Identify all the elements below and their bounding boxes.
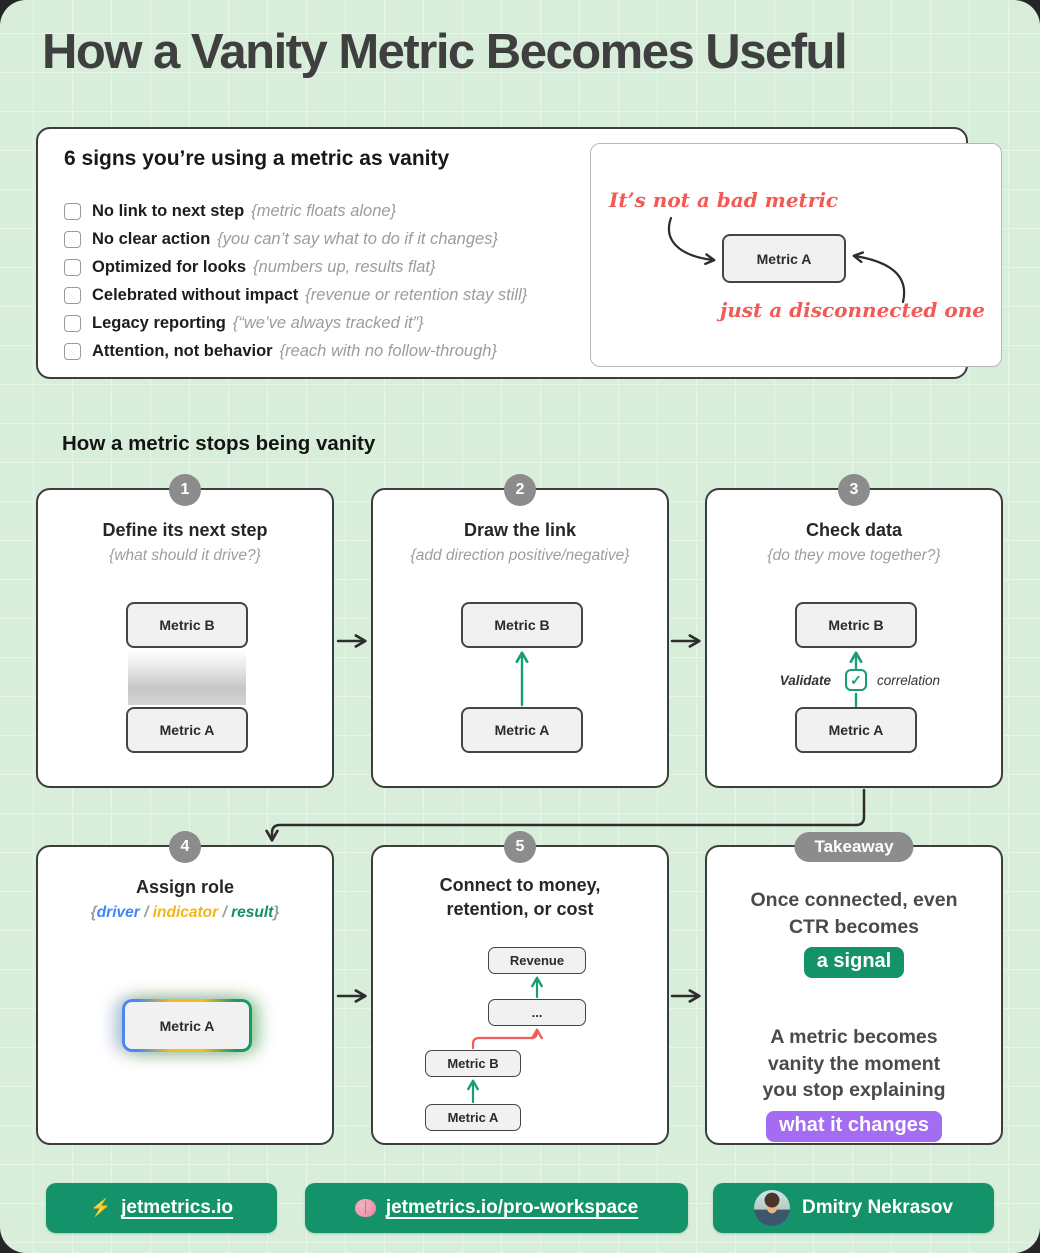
metric-b-box: Metric B bbox=[795, 602, 917, 648]
sign-label: Celebrated without impact bbox=[92, 285, 299, 304]
step-subtitle: {driver / indicator / result} bbox=[38, 904, 332, 922]
sign-label: Attention, not behavior bbox=[92, 341, 273, 360]
metric-b-box: Metric B bbox=[425, 1050, 521, 1077]
step-title: Draw the link bbox=[463, 520, 577, 540]
section-heading: How a metric stops being vanity bbox=[62, 432, 376, 455]
step-subtitle: {what should it drive?} bbox=[109, 547, 261, 564]
step-title: Define its next step bbox=[102, 520, 268, 540]
takeaway-badge: Takeaway bbox=[794, 832, 914, 862]
undefined-link-gradient bbox=[128, 650, 246, 705]
subtitle-brace: } bbox=[273, 904, 280, 921]
sign-item: Attention, not behavior {reach with no f… bbox=[64, 339, 497, 363]
validate-label: Validate bbox=[779, 673, 831, 688]
sign-checkbox[interactable] bbox=[64, 230, 81, 248]
sign-label: No clear action bbox=[92, 229, 211, 248]
step-title: Connect to money, retention, or cost bbox=[439, 875, 601, 920]
sign-checkbox[interactable] bbox=[64, 342, 81, 360]
author-name: Dmitry Nekrasov bbox=[801, 1197, 954, 1218]
takeaway-text-1: Once connected, even CTR becomes bbox=[750, 889, 958, 938]
step-badge-4: 4 bbox=[169, 831, 201, 863]
sign-item: No link to next step {metric floats alon… bbox=[64, 199, 396, 223]
sign-note: {“we’ve always tracked it”} bbox=[232, 313, 424, 332]
sign-item: Legacy reporting {“we’ve always tracked … bbox=[64, 311, 424, 335]
disconnected-metric-panel: It’s not a bad metric just a disconnecte… bbox=[590, 143, 1002, 367]
sign-item: Optimized for looks {numbers up, results… bbox=[64, 255, 436, 279]
chain-arrows-icon bbox=[467, 976, 543, 1104]
avatar bbox=[753, 1190, 790, 1226]
sign-checkbox[interactable] bbox=[64, 314, 81, 332]
step-card-1: 1 Define its next step {what should it d… bbox=[36, 474, 334, 788]
takeaway-text-2: A metric becomes vanity the moment you s… bbox=[762, 1026, 946, 1102]
metric-a-box: Metric A bbox=[425, 1104, 521, 1131]
handwritten-note-bottom: just a disconnected one bbox=[719, 298, 985, 322]
step-badge-2: 2 bbox=[504, 474, 536, 506]
metric-a-box: Metric A bbox=[126, 707, 248, 753]
handwritten-note-top: It’s not a bad metric bbox=[609, 188, 839, 212]
metric-a-box: Metric A bbox=[722, 234, 846, 283]
sign-checkbox[interactable] bbox=[64, 258, 81, 276]
sign-note: {reach with no follow-through} bbox=[279, 341, 497, 360]
step-badge-1: 1 bbox=[169, 474, 201, 506]
step-title: Check data bbox=[805, 520, 903, 540]
metric-b-box: Metric B bbox=[461, 602, 583, 648]
step-title: Assign role bbox=[135, 877, 235, 897]
footer-author[interactable]: Dmitry Nekrasov bbox=[713, 1183, 994, 1233]
correlation-label: correlation bbox=[877, 673, 941, 688]
step-subtitle: {do they move together?} bbox=[767, 547, 941, 564]
metric-a-box: Metric A bbox=[461, 707, 583, 753]
dots-box: ... bbox=[488, 999, 586, 1026]
sign-label: Optimized for looks bbox=[92, 257, 247, 276]
lightning-icon: ⚡ bbox=[89, 1198, 112, 1217]
footer-link-workspace[interactable]: jetmetrics.io/pro-workspace bbox=[305, 1183, 688, 1233]
signs-heading: 6 signs you’re using a metric as vanity bbox=[64, 147, 450, 170]
role-gradient-frame: Metric A bbox=[122, 999, 252, 1052]
signs-card: 6 signs you’re using a metric as vanity … bbox=[36, 127, 1002, 379]
metric-a-box: Metric A bbox=[125, 1002, 249, 1049]
sign-item: Celebrated without impact {revenue or re… bbox=[64, 283, 527, 307]
sign-label: No link to next step bbox=[92, 201, 245, 220]
subtitle-brace: { bbox=[90, 904, 97, 921]
link-arrow-icon bbox=[849, 651, 863, 708]
brain-icon bbox=[354, 1199, 376, 1217]
signal-pill: a signal bbox=[803, 947, 905, 979]
metric-b-box: Metric B bbox=[126, 602, 248, 648]
subtitle-separator: / bbox=[218, 904, 232, 921]
subtitle-separator: / bbox=[139, 904, 153, 921]
sign-note: {metric floats alone} bbox=[251, 201, 397, 220]
validate-check-icon: ✓ bbox=[845, 669, 867, 691]
sign-checkbox[interactable] bbox=[64, 202, 81, 220]
step-card-5: 5 Connect to money, retention, or cost R… bbox=[371, 831, 669, 1145]
step-card-2: 2 Draw the link {add direction positive/… bbox=[371, 474, 669, 788]
takeaway-card: Takeaway Once connected, even CTR become… bbox=[705, 832, 1003, 1145]
step-badge-3: 3 bbox=[838, 474, 870, 506]
link-arrow-icon bbox=[515, 651, 529, 707]
changes-pill: what it changes bbox=[765, 1110, 943, 1142]
sign-item: No clear action {you can’t say what to d… bbox=[64, 227, 498, 251]
sign-label: Legacy reporting bbox=[92, 313, 226, 332]
role-driver-label: driver bbox=[96, 904, 140, 921]
curved-arrows-icon bbox=[668, 216, 906, 304]
step-card-4: 4 Assign role {driver / indicator / resu… bbox=[36, 831, 334, 1145]
page-title: How a Vanity Metric Becomes Useful bbox=[42, 25, 848, 79]
step-subtitle: {add direction positive/negative} bbox=[410, 547, 630, 564]
step-card-3: 3 Check data {do they move together?} Me… bbox=[705, 474, 1003, 788]
role-result-label: result bbox=[231, 904, 274, 921]
footer-link-text: jetmetrics.io bbox=[121, 1197, 234, 1218]
sign-note: {numbers up, results flat} bbox=[253, 257, 436, 276]
footer-link-jetmetrics[interactable]: ⚡ jetmetrics.io bbox=[46, 1183, 277, 1233]
sign-checkbox[interactable] bbox=[64, 286, 81, 304]
takeaway-body: Once connected, even CTR becomes a signa… bbox=[707, 887, 1001, 1142]
footer-link-text: jetmetrics.io/pro-workspace bbox=[385, 1197, 639, 1218]
revenue-box: Revenue bbox=[488, 947, 586, 974]
metric-a-box: Metric A bbox=[795, 707, 917, 753]
sign-note: {you can’t say what to do if it changes} bbox=[217, 229, 498, 248]
sign-note: {revenue or retention stay still} bbox=[305, 285, 528, 304]
role-indicator-label: indicator bbox=[152, 904, 219, 921]
